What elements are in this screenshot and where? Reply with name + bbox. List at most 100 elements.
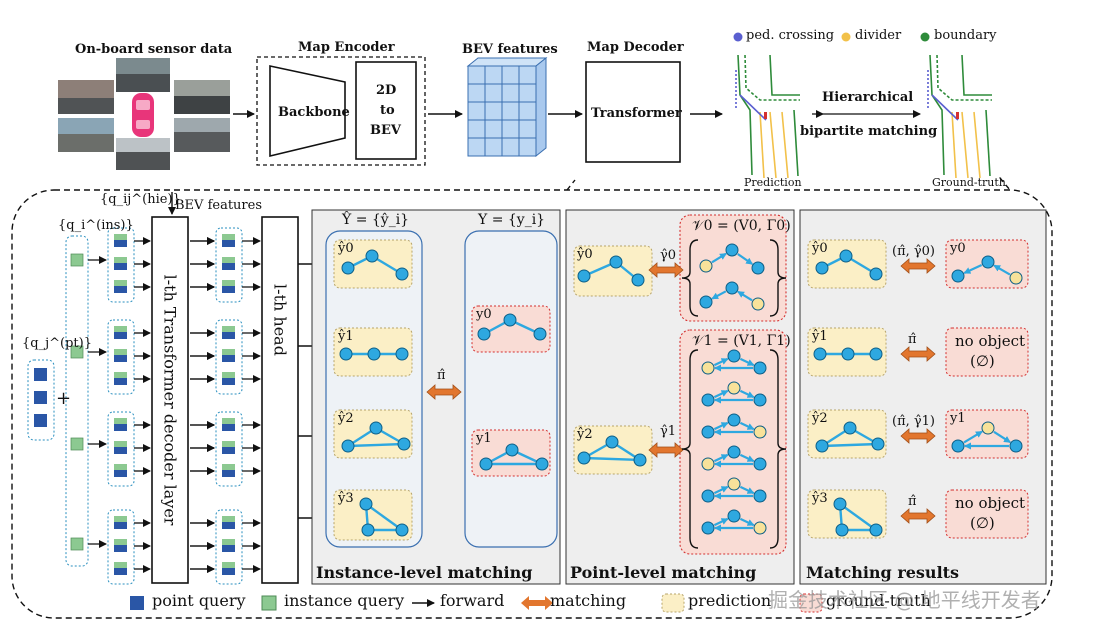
hie-group-outline: [215, 319, 243, 395]
perm-graph-arrow: [739, 517, 755, 527]
result-gt-graph-arrow: [993, 264, 1011, 276]
q-pt-label: {q_j^(pt)}: [22, 336, 92, 351]
to-bev-box: [355, 61, 417, 160]
ground-truth-map: [927, 54, 992, 179]
decoder-layer-box: [151, 216, 189, 584]
instance-pred-graph-node: [361, 523, 375, 537]
perm-graph-node: [701, 457, 715, 471]
perm-graph-arrow: [713, 389, 729, 399]
perm-graph-arrow: [739, 389, 755, 399]
set-brace: [769, 239, 787, 317]
instance-gt-graph-node: [503, 313, 517, 327]
hie-query-instance: [114, 464, 127, 470]
hie-query-instance: [222, 418, 235, 424]
instance-pi-label: π̂: [437, 368, 446, 383]
point-title: Point-level matching: [570, 563, 757, 582]
hie-query-instance: [222, 562, 235, 568]
results-title: Matching results: [806, 563, 960, 582]
perm-graph-arrow: [713, 485, 729, 495]
perm-graph-node: [727, 381, 741, 395]
perm-graph-arrow: [713, 421, 729, 431]
perm-graph-arrow: [737, 290, 753, 302]
result-gt-graph-node: [1009, 271, 1023, 285]
point-pred-graph-node: [577, 451, 591, 465]
q-hie-label: {q_ij^(hie)}: [100, 192, 181, 207]
to-bev-line3: BEV: [370, 123, 401, 138]
result-pred-label: ŷ2: [812, 411, 828, 426]
legend-ground-truth: ground-truth: [826, 591, 931, 610]
result-pred-graph-edge: [821, 442, 879, 448]
hier-line2: bipartite matching: [800, 124, 938, 139]
result-gt-graph-node: [1009, 439, 1023, 453]
no-object-label: no object: [955, 332, 1026, 350]
instance-pred-label: ŷ3: [338, 491, 354, 506]
head-box: [261, 216, 299, 584]
hie-query-instance: [222, 349, 235, 355]
result-match-label: (π̂, γ̂1): [892, 414, 935, 429]
prediction-map-label: Prediction: [744, 176, 802, 189]
perm-graph-node: [751, 297, 765, 311]
perm-graph-node: [727, 349, 741, 363]
instance-pred-graph-node: [341, 439, 355, 453]
to-bev-line1: 2D: [376, 83, 397, 98]
point-pred-graph-edge: [583, 456, 641, 462]
perm-graph-arrow: [713, 453, 729, 463]
perm-graph-node: [701, 361, 715, 375]
perm-graph-node: [701, 425, 715, 439]
decoder-title: Map Decoder: [587, 40, 684, 55]
point-matching-arrow: [648, 442, 684, 458]
perm-graph-node: [699, 295, 713, 309]
perm-graph-arrow: [739, 357, 755, 367]
perm-graph-arrow: [739, 453, 755, 463]
perm-graph-arrow: [737, 253, 754, 265]
instance-gt-graph-node: [505, 443, 519, 457]
point-pred-graph-node: [633, 453, 647, 467]
instance-gt-label: y1: [476, 431, 492, 446]
result-gt-graph-node: [951, 439, 965, 453]
hie-query-instance: [222, 372, 235, 378]
perm-graph-node: [727, 477, 741, 491]
legend-gt-swatch: [799, 593, 823, 613]
perm-graph-node: [753, 393, 767, 407]
legend-instance-query: instance query: [284, 591, 405, 610]
perm-graph-node: [727, 413, 741, 427]
legend-instance-query-swatch: [261, 595, 277, 611]
result-pred-graph-node: [869, 267, 883, 281]
result-gt-graph-arrow: [963, 263, 983, 275]
perm-graph-node: [727, 509, 741, 523]
instance-pred-graph-edge: [347, 442, 405, 448]
instance-gt-label: y0: [476, 307, 492, 322]
result-gt-graph-node: [981, 421, 995, 435]
result-matching-arrow: [900, 258, 936, 274]
set-brace: [681, 349, 699, 549]
point-pred-graph-node: [605, 435, 619, 449]
hie-query-instance: [114, 234, 127, 240]
encoder-box: [256, 56, 426, 166]
instance-pred-graph-node: [359, 497, 373, 511]
result-gt-box: [945, 489, 1029, 539]
legend-matching-arrow: [521, 596, 553, 610]
point-pred-graph-node: [631, 273, 645, 287]
result-gt-graph-node: [951, 269, 965, 283]
legend-prediction: prediction: [688, 591, 772, 610]
set-brace: [681, 239, 699, 317]
result-pred-label: ŷ1: [812, 329, 828, 344]
legend-ped-crossing: ped. crossing: [746, 28, 835, 43]
hie-query-instance: [222, 539, 235, 545]
hie-query-instance: [222, 516, 235, 522]
hie-query-instance: [114, 516, 127, 522]
hie-group-outline: [215, 227, 243, 303]
result-matching-arrow: [900, 428, 936, 444]
legend-divider: divider: [855, 28, 902, 43]
instance-gt-graph-node: [535, 457, 549, 471]
result-gt-graph-arrow: [993, 430, 1011, 444]
gt-set-label: Y = {y_i}: [478, 212, 546, 228]
hierarchical-query-groups: [88, 227, 261, 585]
watermark: 掘金技术社区 @ 地平线开发者: [768, 588, 1041, 612]
set-brace: [769, 349, 787, 549]
hie-query-instance: [114, 326, 127, 332]
bev-features-input: BEV features: [175, 198, 262, 213]
head-label: l-th head: [270, 284, 290, 356]
hie-group-outline: [107, 509, 135, 585]
